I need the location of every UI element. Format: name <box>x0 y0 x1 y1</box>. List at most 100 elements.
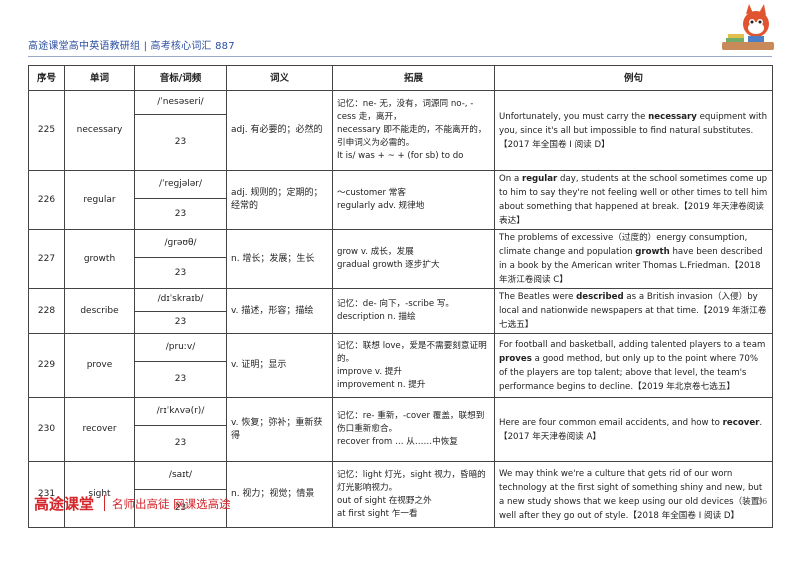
column-header: 序号 <box>28 65 65 91</box>
example-keyword: necessary <box>648 111 697 122</box>
fox-mascot-reading-icon <box>722 4 774 50</box>
meaning: n. 视力；视觉；情景 <box>226 461 333 528</box>
word-frequency: 23 <box>134 489 227 528</box>
table-row: 23 <box>29 361 773 398</box>
extension: grow v. 成长，发展 gradual growth 逐步扩大 <box>332 229 495 289</box>
phonetic: /ˈreɡjələr/ <box>134 169 227 200</box>
extension-line: at first sight 乍一看 <box>337 508 418 519</box>
phonetic: /rɪˈkʌvə(r)/ <box>134 397 227 426</box>
example-sentence: Unfortunately, you must carry the necess… <box>494 90 773 171</box>
table-row: 23 <box>29 489 773 528</box>
footer-logo: 高途课堂 <box>34 495 95 513</box>
table-row: 23 <box>29 198 773 230</box>
row-number: 228 <box>28 288 65 334</box>
example-text: as a British invasion（入侵）by local and na… <box>499 292 767 330</box>
footer-divider <box>104 495 105 511</box>
extension-line: grow v. 成长，发展 <box>337 247 414 257</box>
meaning: adj. 有必要的；必然的 <box>226 90 333 171</box>
column-header: 词义 <box>226 65 333 91</box>
example-sentence: We may think we're a culture that gets r… <box>494 461 773 528</box>
extension-line: description n. 描绘 <box>337 312 416 322</box>
extension-line: recover from … 从……中恢复 <box>337 437 458 447</box>
word: describe <box>64 288 135 334</box>
word: regular <box>64 170 135 230</box>
extension-line: 引申词义为必需的。 <box>337 138 415 148</box>
extension-line: 记忆：re- 重新，-cover 覆盖，联想到伤口重新愈合。 <box>337 411 485 434</box>
table-row: 23 <box>29 114 773 171</box>
extension-line: out of sight 在视野之外 <box>337 495 432 506</box>
column-header: 单词 <box>64 65 135 91</box>
extension: 记忆：re- 重新，-cover 覆盖，联想到伤口重新愈合。 recover fr… <box>332 397 495 462</box>
example-keyword: proves <box>499 353 532 364</box>
example-text: Here are four common email accidents, an… <box>499 417 723 428</box>
extension-line: 记忆：de- 向下，-scribe 写。 <box>337 299 455 309</box>
extension-line: improve v. 提升 <box>337 366 402 377</box>
example-sentence: On a regular day, students at the school… <box>494 170 773 230</box>
phonetic: /pruːv/ <box>134 333 227 362</box>
word: necessary <box>64 90 135 171</box>
phonetic: /ˈnesəseri/ <box>134 90 227 115</box>
extension-line: gradual growth 逐步扩大 <box>337 260 440 270</box>
row-number: 230 <box>28 397 65 462</box>
example-text: For football and basketball, adding tale… <box>499 339 766 350</box>
extension: ～customer 常客 regularly adv. 规律地 <box>332 170 495 230</box>
footer-slogan: 名师出高徒 网课选高途 <box>112 497 231 511</box>
meaning: v. 描述，形容；描绘 <box>226 288 333 334</box>
row-number: 229 <box>28 333 65 398</box>
example-text: day, students at the school sometimes co… <box>499 174 768 226</box>
column-header: 拓展 <box>332 65 495 91</box>
word: recover <box>64 397 135 462</box>
extension: 记忆：light 灯光，sight 视力，昏暗的灯光影响视力。 out of si… <box>332 461 495 528</box>
word-frequency: 23 <box>134 114 227 171</box>
table-row: 23 <box>29 257 773 289</box>
extension-line: regularly adv. 规律地 <box>337 201 425 211</box>
column-header: 例句 <box>494 65 773 91</box>
example-sentence: The problems of excessive（过度的）energy con… <box>494 229 773 289</box>
example-text: We may think we're a culture that gets r… <box>499 468 768 521</box>
meaning: v. 证明；显示 <box>226 333 333 398</box>
meaning: n. 增长；发展；生长 <box>226 229 333 289</box>
example-text: have been described in a book by the Ame… <box>499 247 763 285</box>
word-frequency: 23 <box>134 198 227 230</box>
extension-line: 记忆：联想 love，爱是不需要刻意证明的。 <box>337 340 487 364</box>
extension: 记忆：de- 向下，-scribe 写。 description n. 描绘 <box>332 288 495 334</box>
example-keyword: growth <box>635 247 670 257</box>
extension-line: 记忆：ne- 无，没有，词源同 no-, -cess 走，离开， <box>337 99 474 122</box>
example-text: The problems of excessive（过度的）energy con… <box>499 233 748 257</box>
example-sentence: Here are four common email accidents, an… <box>494 397 773 462</box>
example-text: On a <box>499 174 522 184</box>
word: growth <box>64 229 135 289</box>
table-header-row: 序号 单词 音标/词频 词义 拓展 例句 <box>28 65 773 91</box>
header-title: 高途课堂高中英语教研组 | 高考核心词汇 887 <box>28 41 235 52</box>
word-frequency: 23 <box>134 310 227 334</box>
word-frequency: 23 <box>134 257 227 289</box>
extension-line: 记忆：light 灯光，sight 视力，昏暗的灯光影响视力。 <box>337 469 486 493</box>
meaning: adj. 规则的；定期的；经常的 <box>226 170 333 230</box>
word-frequency: 23 <box>134 361 227 398</box>
row-number: 225 <box>28 90 65 171</box>
example-text: The Beatles were <box>499 292 577 302</box>
word-frequency: 23 <box>134 425 227 462</box>
example-text: equipment with you, since it's all but i… <box>499 111 768 150</box>
example-keyword: described <box>576 292 624 302</box>
example-keyword: recover <box>722 417 760 428</box>
example-keyword: regular <box>521 174 558 184</box>
phonetic: /saɪt/ <box>134 461 227 490</box>
extension-line: ～customer 常客 <box>337 188 406 198</box>
example-text: .【2017 年天津卷阅读 A】 <box>499 417 763 442</box>
word: prove <box>64 333 135 398</box>
word: sight <box>64 461 135 528</box>
row-number: 226 <box>28 170 65 230</box>
example-text: Unfortunately, you must carry the <box>499 111 649 122</box>
phonetic: /ɡrəʊθ/ <box>134 228 227 259</box>
extension-line: It is/ was + ~ + (for sb) to do <box>337 151 464 161</box>
